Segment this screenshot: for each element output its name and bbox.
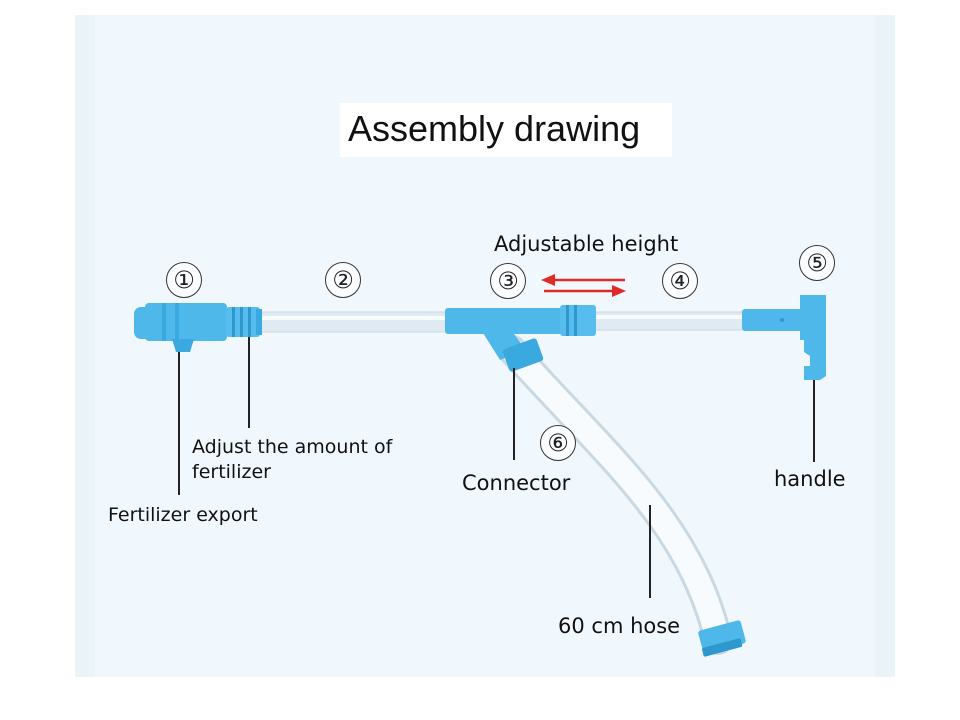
tee-joint bbox=[445, 308, 565, 334]
callout-6: ⑥ bbox=[540, 425, 576, 461]
connector-collar bbox=[502, 338, 544, 372]
adjust-amount-label-line1: Adjust the amount of bbox=[192, 436, 393, 458]
handle-joint bbox=[742, 309, 804, 331]
arrow-left-head bbox=[541, 274, 555, 286]
callout-3: ③ bbox=[490, 263, 526, 299]
arrow-right-head bbox=[612, 285, 626, 297]
tube-section-2 bbox=[257, 311, 449, 333]
title-box bbox=[340, 103, 672, 157]
tube-section-4 bbox=[593, 311, 745, 331]
adjustable-height-label: Adjustable height bbox=[494, 232, 679, 256]
handle-label: handle bbox=[774, 467, 846, 491]
tee-collar bbox=[560, 305, 596, 336]
handle-grip bbox=[800, 295, 826, 380]
fertilizer-export-label: Fertilizer export bbox=[108, 504, 258, 526]
head-body bbox=[145, 303, 227, 341]
hose-label: 60 cm hose bbox=[558, 614, 681, 638]
fertilizer-outlet bbox=[172, 339, 194, 352]
page-title: Assembly drawing bbox=[348, 108, 641, 149]
connector-label: Connector bbox=[462, 471, 571, 495]
callout-1: ① bbox=[166, 262, 202, 298]
callout-5: ⑤ bbox=[799, 245, 835, 281]
callout-4: ④ bbox=[662, 263, 698, 299]
callout-2: ② bbox=[325, 262, 361, 298]
adjust-amount-label-line2: fertilizer bbox=[192, 461, 271, 483]
